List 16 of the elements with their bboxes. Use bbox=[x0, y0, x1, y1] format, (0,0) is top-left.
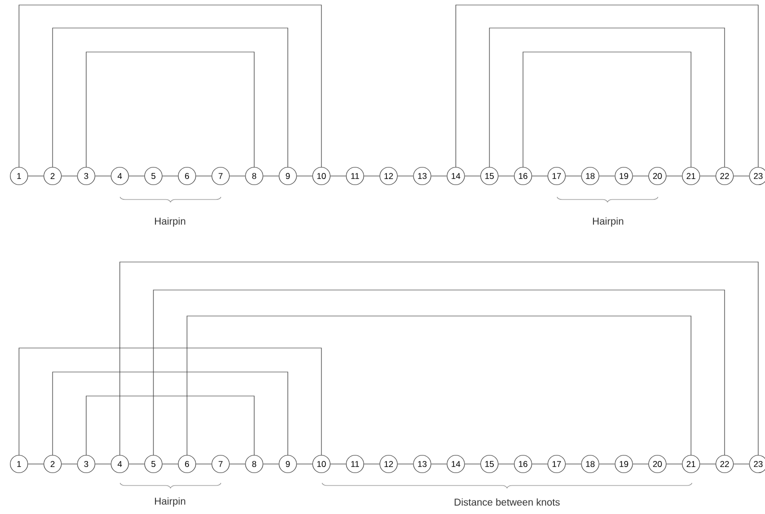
bracket-line bbox=[52, 372, 288, 456]
brace-label: Hairpin bbox=[592, 217, 624, 227]
brace-label: Hairpin bbox=[154, 497, 186, 507]
bracket-line bbox=[86, 52, 254, 168]
bracket-line bbox=[52, 28, 288, 168]
bracket-line bbox=[522, 52, 692, 168]
brace-label: Hairpin bbox=[154, 217, 186, 227]
bracket-line bbox=[18, 4, 322, 168]
bracket-line bbox=[186, 316, 692, 456]
bracket-line bbox=[18, 348, 322, 456]
bracket-line bbox=[153, 290, 725, 456]
brace-label: Distance between knots bbox=[454, 498, 560, 506]
bracket-line bbox=[86, 396, 254, 456]
bracket-line bbox=[120, 262, 758, 456]
bracket-line bbox=[489, 28, 725, 168]
bracket-line bbox=[456, 4, 758, 168]
